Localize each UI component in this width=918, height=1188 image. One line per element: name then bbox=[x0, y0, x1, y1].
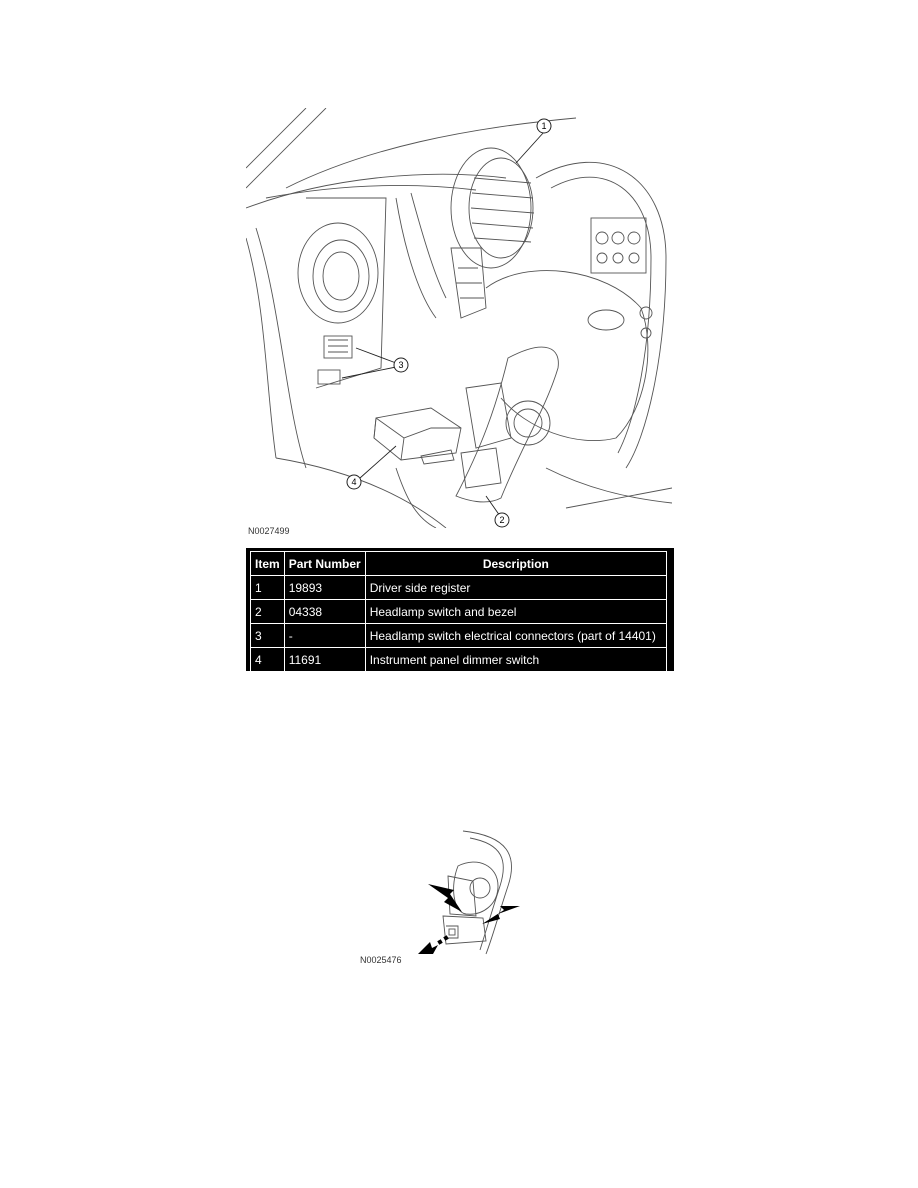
connector-removal-illustration: N0025476 bbox=[358, 826, 544, 976]
header-description: Description bbox=[364, 551, 668, 576]
callout-4-label: 4 bbox=[351, 477, 356, 487]
cell-item: 1 bbox=[250, 575, 285, 600]
parts-table: Item Part Number Description 1 19893 Dri… bbox=[246, 548, 674, 672]
callout-4-marker bbox=[346, 474, 362, 490]
cell-item: 3 bbox=[250, 623, 285, 648]
header-item: Item bbox=[250, 551, 285, 576]
cell-description: Headlamp switch electrical connectors (p… bbox=[364, 623, 668, 648]
illustration-drawing: 1 2 3 4 bbox=[246, 108, 672, 528]
callout-3-marker bbox=[393, 357, 409, 373]
table-row: 4 11691 Instrument panel dimmer switch bbox=[250, 647, 668, 672]
callout-3-label: 3 bbox=[398, 360, 403, 370]
callout-1-marker bbox=[536, 118, 552, 134]
cell-description: Headlamp switch and bezel bbox=[364, 599, 668, 624]
table-header-row: Item Part Number Description bbox=[250, 551, 668, 576]
cell-item: 4 bbox=[250, 647, 285, 672]
dashboard-exploded-illustration: 1 2 3 4 N0027499 bbox=[246, 108, 672, 540]
cell-part-number: 04338 bbox=[283, 599, 366, 624]
header-part-number: Part Number bbox=[283, 551, 366, 576]
cell-description: Instrument panel dimmer switch bbox=[364, 647, 668, 672]
callout-2-label: 2 bbox=[499, 515, 504, 525]
connector-drawing bbox=[418, 830, 520, 955]
cell-part-number: - bbox=[283, 623, 366, 648]
figure-code: N0025476 bbox=[360, 955, 402, 965]
cell-part-number: 19893 bbox=[283, 575, 366, 600]
figure-code: N0027499 bbox=[248, 526, 290, 536]
table-row: 3 - Headlamp switch electrical connector… bbox=[250, 623, 668, 648]
arrow-icon bbox=[418, 942, 438, 954]
cell-item: 2 bbox=[250, 599, 285, 624]
cell-description: Driver side register bbox=[364, 575, 668, 600]
arrow-icon bbox=[428, 884, 462, 912]
callout-1-label: 1 bbox=[541, 121, 546, 131]
table-row: 2 04338 Headlamp switch and bezel bbox=[250, 599, 668, 624]
table-row: 1 19893 Driver side register bbox=[250, 575, 668, 600]
callout-2-marker bbox=[494, 512, 510, 528]
cell-part-number: 11691 bbox=[283, 647, 366, 672]
arrow-icon bbox=[482, 906, 520, 924]
